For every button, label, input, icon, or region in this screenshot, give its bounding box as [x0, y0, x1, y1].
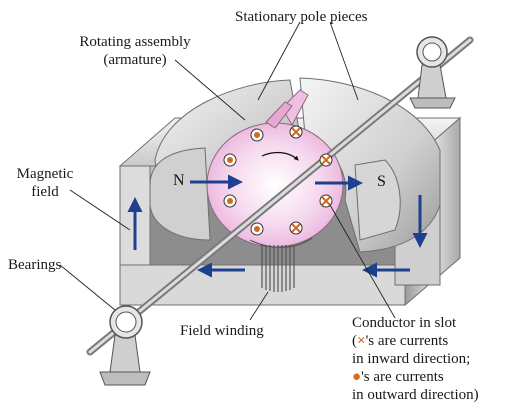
label-bearings: Bearings [8, 257, 62, 273]
dot-symbol: ● [352, 369, 362, 385]
pole-label-s: S [377, 173, 386, 190]
label-rotating-assembly: Rotating assembly (armature) [60, 33, 210, 69]
open-paren: ( [352, 333, 357, 349]
rotation-arrow [261, 151, 299, 161]
bearing-right [409, 36, 456, 109]
label-magnetic-field-line2: field [31, 184, 59, 200]
label-outward-line: in outward direction) [352, 387, 479, 403]
label-conductor-block: Conductor in slot (×'s are currents in i… [352, 314, 479, 404]
label-magnetic-field-line1: Magnetic [16, 166, 74, 182]
shaft [86, 36, 474, 356]
conductors-inward [289, 125, 333, 235]
field-winding [249, 237, 313, 292]
armature [206, 89, 344, 248]
field-arrows [127, 174, 428, 278]
bearing-left [99, 305, 151, 386]
label-stationary-pole-pieces: Stationary pole pieces [235, 9, 368, 25]
label-field-winding: Field winding [180, 323, 264, 339]
label-rotating-assembly-line1: Rotating assembly [79, 34, 191, 50]
leader-lines [59, 21, 396, 321]
label-magnetic-field: Magnetic field [6, 165, 84, 201]
label-inward-line: in inward direction; [352, 351, 471, 367]
label-x-line: (×'s are currents [352, 332, 479, 350]
label-conductor-title: Conductor in slot [352, 315, 457, 331]
label-dot-line: ●'s are currents [352, 368, 479, 386]
label-rotating-assembly-line2: (armature) [103, 52, 167, 68]
dot-line-text: 's are currents [361, 369, 444, 385]
x-line-text: 's are currents [365, 333, 449, 349]
pole-label-n: N [173, 172, 185, 189]
x-symbol: × [357, 333, 366, 349]
conductors-outward [223, 128, 264, 236]
